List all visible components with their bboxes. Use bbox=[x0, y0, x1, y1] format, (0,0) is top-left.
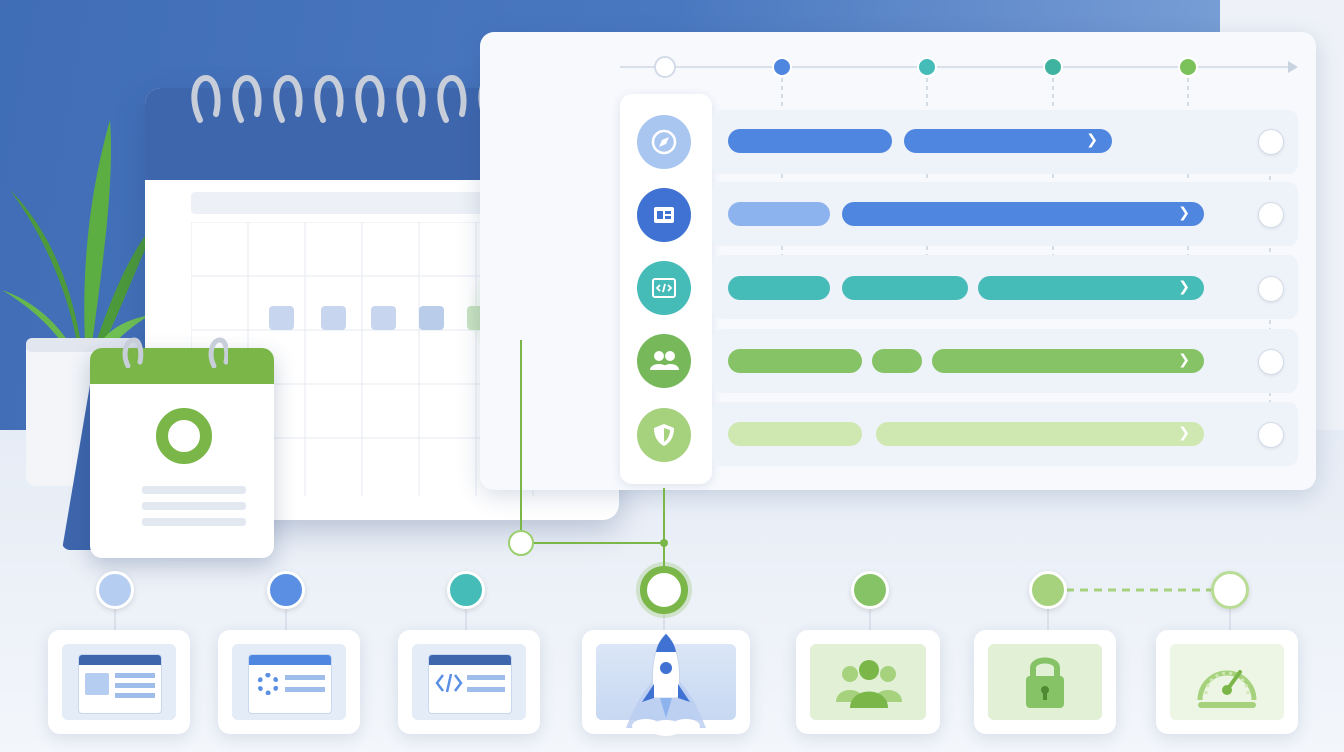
stage-card-active[interactable] bbox=[582, 630, 750, 736]
gantt-bar[interactable]: ❯ bbox=[904, 129, 1112, 153]
stage-card[interactable] bbox=[48, 630, 190, 734]
users-icon[interactable] bbox=[637, 334, 691, 388]
small-calendar-rings bbox=[122, 337, 228, 368]
gantt-bar[interactable] bbox=[728, 349, 862, 373]
stage-card[interactable] bbox=[218, 630, 360, 734]
gantt-bar[interactable] bbox=[872, 349, 922, 373]
team-icon bbox=[810, 644, 926, 720]
small-calendar-line bbox=[142, 502, 246, 510]
row-end-marker[interactable] bbox=[1258, 202, 1284, 228]
calendar-marker bbox=[269, 306, 294, 330]
row-end-marker[interactable] bbox=[1258, 276, 1284, 302]
gauge-icon bbox=[1170, 644, 1284, 720]
code-icon[interactable] bbox=[637, 261, 691, 315]
gantt-bar[interactable] bbox=[842, 276, 968, 300]
small-calendar-line bbox=[142, 518, 246, 526]
timeline-node[interactable] bbox=[447, 571, 485, 609]
timeline-node[interactable] bbox=[851, 571, 889, 609]
gantt-bar[interactable] bbox=[728, 129, 892, 153]
chevron-right-icon: ❯ bbox=[1178, 279, 1190, 295]
small-calendar bbox=[90, 348, 274, 558]
small-calendar-line bbox=[142, 486, 246, 494]
timeline-node[interactable] bbox=[1211, 571, 1249, 609]
calendar-marker bbox=[419, 306, 444, 330]
gantt-bar[interactable]: ❯ bbox=[842, 202, 1204, 226]
chevron-right-icon: ❯ bbox=[1178, 205, 1190, 221]
rocket-icon bbox=[596, 633, 736, 736]
gantt-bar[interactable] bbox=[728, 276, 830, 300]
shield-icon[interactable] bbox=[637, 408, 691, 462]
stage-card[interactable] bbox=[974, 630, 1116, 734]
stage-card[interactable] bbox=[398, 630, 540, 734]
browser-layout-icon bbox=[62, 644, 176, 720]
chevron-right-icon: ❯ bbox=[1086, 132, 1098, 148]
gantt-bar[interactable]: ❯ bbox=[932, 349, 1204, 373]
stage-card[interactable] bbox=[796, 630, 940, 734]
row-end-marker[interactable] bbox=[1258, 422, 1284, 448]
row-end-marker[interactable] bbox=[1258, 349, 1284, 375]
code-window-icon bbox=[412, 644, 526, 720]
timeline-node[interactable] bbox=[1029, 571, 1067, 609]
gantt-bar[interactable]: ❯ bbox=[876, 422, 1204, 446]
timeline-node-active[interactable] bbox=[640, 566, 688, 614]
settings-layout-icon bbox=[232, 644, 346, 720]
stage-card[interactable] bbox=[1156, 630, 1298, 734]
gantt-bar[interactable]: ❯ bbox=[978, 276, 1204, 300]
layout-icon[interactable] bbox=[637, 188, 691, 242]
small-calendar-header bbox=[90, 348, 274, 384]
compass-icon[interactable] bbox=[637, 115, 691, 169]
calendar-marker bbox=[321, 306, 346, 330]
gantt-bar[interactable] bbox=[728, 202, 830, 226]
row-end-marker[interactable] bbox=[1258, 129, 1284, 155]
gantt-bar[interactable] bbox=[728, 422, 862, 446]
calendar-marker bbox=[371, 306, 396, 330]
lock-icon bbox=[988, 644, 1102, 720]
chevron-right-icon: ❯ bbox=[1178, 352, 1190, 368]
chevron-right-icon: ❯ bbox=[1178, 425, 1190, 441]
timeline-node[interactable] bbox=[267, 571, 305, 609]
timeline-node[interactable] bbox=[96, 571, 134, 609]
